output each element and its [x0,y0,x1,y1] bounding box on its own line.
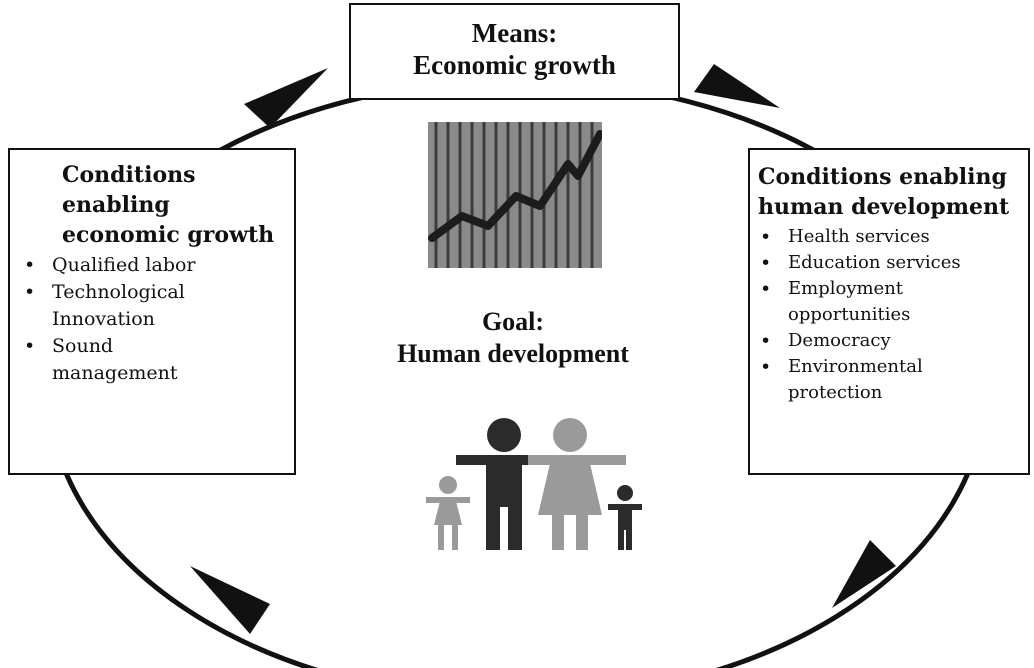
right-title-line-2: human development [758,194,1010,220]
left-title-line-1: Conditions [62,162,196,188]
adult-male-figure [456,418,552,550]
list-item: •Democracy [760,330,891,352]
left-title-line-3: economic growth [62,222,275,248]
bullet-icon: • [24,281,36,303]
adult-female-figure [528,418,626,550]
bullet-icon: • [760,226,772,248]
right-conditions-box: Conditions enabling human development •H… [748,148,1030,475]
means-box: Means: Economic growth [349,3,680,100]
bullet-icon: • [760,278,772,300]
list-item: •Employment [760,278,904,300]
goal-value: Human development [397,339,629,368]
arrow-bottom-right [832,540,896,608]
bullet-icon: • [760,252,772,274]
right-box-title: Conditions enabling human development [758,162,1028,222]
arrow-top-right [694,64,780,108]
bullet-icon: • [760,356,772,378]
left-conditions-box: Conditions enabling economic growth •Qua… [8,148,296,475]
right-bullet-list: •Health services •Education services •Em… [758,224,1028,406]
list-item: •Environmental [760,356,923,378]
arrow-bottom-left [190,566,270,634]
list-item: •Health services [760,226,930,248]
bullet-icon: • [24,254,36,276]
list-item-continuation: opportunities [788,304,911,325]
child-boy-figure [608,485,642,550]
left-title-line-2: enabling [62,192,170,218]
goal-text: Goal: Human development [340,306,686,370]
list-item: •Qualified labor [22,252,294,279]
arrow-top-left [244,68,328,128]
list-item: •Education services [760,252,961,274]
family-icon [426,418,642,550]
means-value: Economic growth [413,50,616,80]
bullet-icon: • [24,335,36,357]
left-box-title: Conditions enabling economic growth [22,160,282,250]
list-item-continuation: protection [788,382,883,403]
list-item-continuation: Innovation [52,308,155,330]
left-bullet-list: •Qualified labor •Technological Innovati… [22,252,294,387]
list-item: •Technological [22,279,294,306]
list-item: •Sound [22,333,294,360]
right-title-line-1: Conditions enabling [758,164,1007,190]
rising-line-chart-icon [428,122,602,268]
means-label: Means: [471,18,558,48]
child-girl-figure [426,476,470,550]
list-item-continuation: management [52,362,178,384]
goal-label: Goal: [481,307,545,336]
bullet-icon: • [760,330,772,352]
